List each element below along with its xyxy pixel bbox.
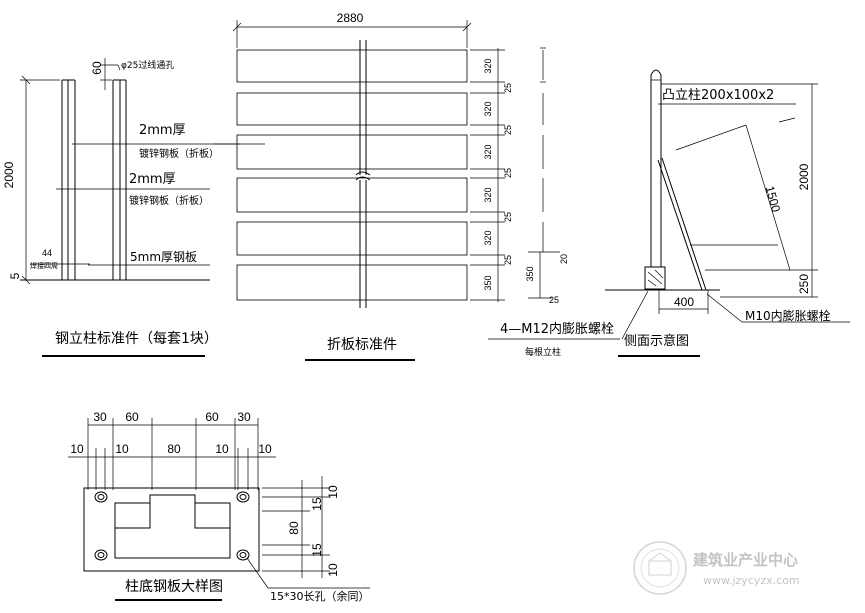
side-view: 1500 2000 250 400 凸立柱200x100x2 M10内膨胀螺栓 …	[605, 69, 850, 357]
panel-dim-2: 25	[503, 83, 513, 93]
panel-dim-11: 350	[483, 275, 493, 290]
panel-dim-7: 320	[483, 187, 493, 202]
panel-dim-5: 320	[483, 144, 493, 159]
plate-dim-top-2: 60	[125, 410, 139, 424]
steel-post-view: 2000 60 φ25过线通孔 2mm厚 镀锌钢板（折板） 2mm厚 镀锌钢板（…	[2, 58, 240, 357]
panel-dim-6: 25	[503, 168, 513, 178]
panel-width-dim: 2880	[337, 11, 364, 25]
slot-note: 15*30长孔（余同）	[270, 589, 370, 603]
watermark: 建筑业产业中心 www.jzycyzx.com	[633, 541, 800, 595]
plate-dim-10-b: 10	[115, 442, 129, 456]
bracket-dim-25: 25	[549, 295, 559, 305]
bracket-dim-350: 350	[525, 266, 535, 281]
plate-dim-right-4: 15	[310, 543, 324, 557]
plate-note-2: 2mm厚	[129, 172, 176, 187]
hole-note: φ25过线通孔	[121, 59, 174, 71]
panel-dim-1: 320	[483, 58, 493, 73]
watermark-cn: 建筑业产业中心	[693, 551, 798, 569]
post-height-dim: 2000	[2, 161, 16, 188]
plate-dim-right-2: 15	[310, 497, 324, 511]
panel-title: 折板标准件	[327, 337, 397, 353]
plate-dim-10-a: 10	[70, 442, 84, 456]
hole-offset-dim: 60	[90, 61, 104, 75]
panel-length-dim: 1500	[763, 184, 784, 214]
panel-dim-3: 320	[483, 101, 493, 116]
weld-note: 焊接四周	[30, 261, 58, 270]
plate-dim-right-3: 80	[287, 521, 301, 535]
post-spec-label: 凸立柱200x100x2	[662, 88, 774, 103]
bolt-note: 4—M12内膨胀螺栓	[500, 321, 614, 337]
plate-dim-right-5: 10	[326, 563, 340, 577]
folded-panel-view: 2880 320 25 320 25	[214, 11, 620, 361]
side-footing-dim: 400	[674, 295, 694, 309]
base-plate-title: 柱底钢板大样图	[125, 579, 223, 595]
m10-bolt-note: M10内膨胀螺栓	[745, 308, 831, 323]
side-title: 侧面示意图	[624, 333, 689, 349]
panel-dim-10: 25	[503, 255, 513, 265]
bracket-dim-20: 20	[559, 254, 569, 264]
watermark-seal-icon	[633, 541, 687, 595]
plate-dim-right-1: 10	[326, 485, 340, 499]
bolt-subnote: 每根立柱	[525, 346, 561, 358]
plate-dim-center: 80	[167, 442, 181, 456]
side-height-dim: 2000	[797, 163, 811, 190]
plate-dim-10-c: 10	[215, 442, 229, 456]
plate-dim-10-d: 10	[258, 442, 272, 456]
watermark-url: www.jzycyzx.com	[703, 574, 800, 587]
panel-dim-4: 25	[503, 125, 513, 135]
base-thickness-dim: 5	[8, 272, 22, 279]
panel-dim-9: 320	[483, 230, 493, 245]
plate-note-1b: 镀锌钢板（折板）	[139, 147, 219, 160]
plate-note-2b: 镀锌钢板（折板）	[129, 194, 209, 207]
plate-dim-top-3: 60	[205, 410, 219, 424]
base-plate-note: 5mm厚钢板	[130, 250, 197, 264]
base-plate-detail: 30 60 60 30 80 10 10 10 10 10 15 80 15 1…	[68, 410, 370, 603]
post-title: 钢立柱标准件（每套1块）	[55, 331, 218, 347]
plate-dim-top-4: 30	[237, 410, 251, 424]
weld-dim: 44	[42, 248, 52, 258]
panel-dim-8: 25	[503, 212, 513, 222]
plate-note-1: 2mm厚	[139, 123, 186, 138]
side-base-dim: 250	[797, 274, 811, 294]
plate-dim-top-1: 30	[93, 410, 107, 424]
